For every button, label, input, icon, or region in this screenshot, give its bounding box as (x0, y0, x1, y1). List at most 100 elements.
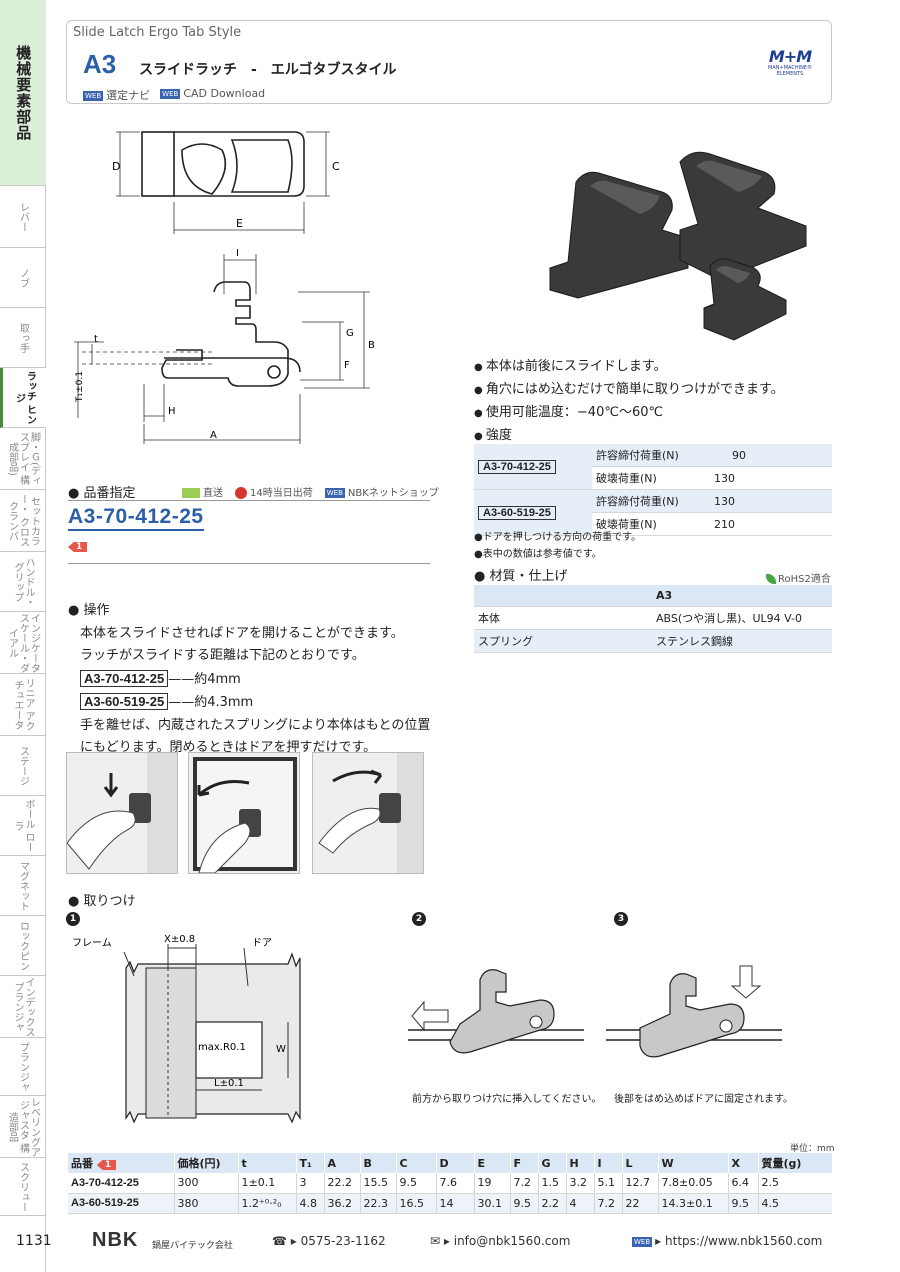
table-cell: 4 (565, 1193, 594, 1214)
divider (68, 500, 430, 501)
table-header: D (435, 1153, 474, 1173)
table-header: C (395, 1153, 436, 1173)
table-header: X (727, 1153, 758, 1173)
dim-b-label: B (368, 340, 375, 351)
email-address: info@nbk1560.com (453, 1234, 571, 1248)
operation-photo-2 (188, 752, 300, 874)
table-cell: 3 (295, 1173, 324, 1194)
sidebar-item-grip[interactable]: ハンドル・ グリップ (0, 552, 46, 612)
sidebar-item-actuator[interactable]: リニア アクチュエータ (0, 674, 46, 736)
web-icon: WEB (160, 89, 181, 99)
table-cell: A3-60-519-25 (474, 489, 592, 536)
sidebar-item-label: ノブ (17, 267, 29, 288)
web-icon: WEB (83, 91, 104, 101)
unit-label: 単位：mm (790, 1144, 835, 1154)
table-cell: 2.5 (757, 1173, 832, 1194)
sidebar-item-latch-hinge[interactable]: ラッチ ヒンジ (0, 368, 46, 428)
sidebar-item-index-plunger[interactable]: インデックス プランジャ (0, 976, 46, 1038)
product-photo (549, 151, 807, 341)
sidebar-item-screw[interactable]: スクリュー (0, 1158, 46, 1216)
table-header: 質量(g) (757, 1153, 832, 1173)
travel-distance: ——約4.3mm (168, 695, 254, 710)
email-contact[interactable]: ✉ ▸ info@nbk1560.com (430, 1234, 570, 1248)
table-cell: ABS(つや消し黒)、UL94 V-0 (652, 606, 832, 630)
dim-c-label: C (332, 160, 340, 173)
table-cell: 7.2 (509, 1173, 538, 1194)
part-number-code: A3-70-412-25 (68, 505, 204, 531)
flag-badge: 1 (96, 1160, 117, 1170)
net-shop-label: NBKネットショップ (347, 488, 439, 499)
table-cell: 12.7 (621, 1173, 658, 1194)
part-flag: 1 (68, 538, 88, 552)
x-dim-label: X±0.8 (164, 934, 195, 945)
sidebar-item-label: ステージ (17, 745, 29, 786)
operation-text: 手を離せば、内蔵されたスプリングにより本体はもとの位置 (80, 717, 431, 733)
same-day-badge: 14時当日出荷 (235, 484, 313, 499)
website-url: https://www.nbk1560.com (665, 1234, 823, 1248)
arrow-icon: ▸ (655, 1234, 662, 1248)
sidebar-item-plunger[interactable]: プランジャ (0, 1038, 46, 1096)
sidebar-item-collar[interactable]: セットカラー・ クロスクランパ (0, 490, 46, 552)
table-cell: 9.5 (727, 1193, 758, 1214)
table-cell: 130 (710, 466, 832, 490)
clock-icon (235, 487, 247, 499)
table-cell: ステンレス鋼線 (652, 629, 832, 653)
dim-t-label: t (94, 334, 98, 345)
travel-distance: ——約4mm (168, 671, 241, 687)
dim-e-label: E (236, 217, 243, 230)
table-cell: 9.5 (509, 1193, 538, 1214)
table-cell: 2.2 (537, 1193, 566, 1214)
sidebar-item-knob[interactable]: ノブ (0, 248, 46, 308)
table-cell: 19 (473, 1173, 510, 1194)
feature-item: 角穴にはめ込むだけで簡単に取りつけができます。 (474, 379, 834, 402)
table-cell: 3.2 (565, 1173, 594, 1194)
travel-row: A3-70-412-25——約4mm (68, 668, 438, 692)
website-link[interactable]: WEB▸ https://www.nbk1560.com (632, 1234, 822, 1248)
brand-logo: M+M MAN+MACHINE® ELEMENTS (761, 47, 819, 81)
operation-text: 本体をスライドさせればドアを開けることができます。 (80, 625, 404, 641)
sidebar-item-label: レバー (17, 201, 29, 232)
product-header: Slide Latch Ergo Tab Style A3 スライドラッチ - … (66, 20, 832, 104)
travel-row: A3-60-519-25——約4.3mm (68, 691, 438, 715)
leaf-icon (766, 574, 776, 584)
table-header: H (565, 1153, 594, 1173)
table-row: A3-70-412-25 許容締付荷重(N) 90 (474, 444, 832, 490)
sidebar-item-display[interactable]: 脚・Ｇ(ディスプレイ 構成部品) (0, 428, 46, 490)
truck-icon (182, 488, 200, 498)
table-cell: 7.6 (435, 1173, 474, 1194)
sidebar-item-lever[interactable]: レバー (0, 186, 46, 248)
web-icon: WEB (632, 1236, 653, 1247)
sidebar-category-main[interactable]: 機械要素部品 (0, 0, 46, 186)
operation-section: ● 操作 本体をスライドさせればドアを開けることができます。 ラッチがスライドす… (68, 600, 438, 760)
direct-ship-badge: 直送 (182, 484, 223, 499)
table-cell: 5.1 (593, 1173, 622, 1194)
sidebar-item-leveling[interactable]: レベリングアジャスタ 構造部品 (0, 1096, 46, 1158)
sidebar-item-indicator[interactable]: インジケータ スケール・ダイアル (0, 612, 46, 674)
sidebar-item-stage[interactable]: ステージ (0, 736, 46, 796)
sidebar-item-label: セットカラー・ クロスクランパ (6, 493, 40, 548)
door-label: ドア (252, 938, 272, 949)
sidebar-item-ball-roller[interactable]: ボール ローラ (0, 796, 46, 856)
table-cell: 6.4 (727, 1173, 758, 1194)
sidebar-item-handle[interactable]: 取っ手 (0, 308, 46, 368)
l-dim-label: L±0.1 (214, 1078, 244, 1089)
table-header: F (509, 1153, 538, 1173)
table-row: スプリングステンレス鋼線 (474, 629, 832, 653)
insert-caption: 前方から取りつけ穴に挿入してください。 (412, 1094, 602, 1105)
logo-sub1: MAN+MACHINE® (768, 65, 812, 71)
table-header: A3 (652, 585, 832, 607)
phone-contact[interactable]: ☎ ▸ 0575-23-1162 (272, 1234, 386, 1248)
japanese-title: スライドラッチ - エルゴタブスタイル (139, 62, 397, 78)
feature-item: 強度 (474, 425, 834, 448)
direct-ship-label: 直送 (203, 488, 223, 499)
table-header: t (237, 1153, 296, 1173)
sidebar-item-magnet[interactable]: マグネット (0, 856, 46, 916)
sidebar-item-label: ロックピン (17, 920, 29, 971)
mounting-hole-diagram: フレーム X±0.8 ドア max.R0.1 W L±0.1 (72, 934, 301, 1124)
sidebar-item-lock-pin[interactable]: ロックピン (0, 916, 46, 976)
table-header: B (359, 1153, 396, 1173)
